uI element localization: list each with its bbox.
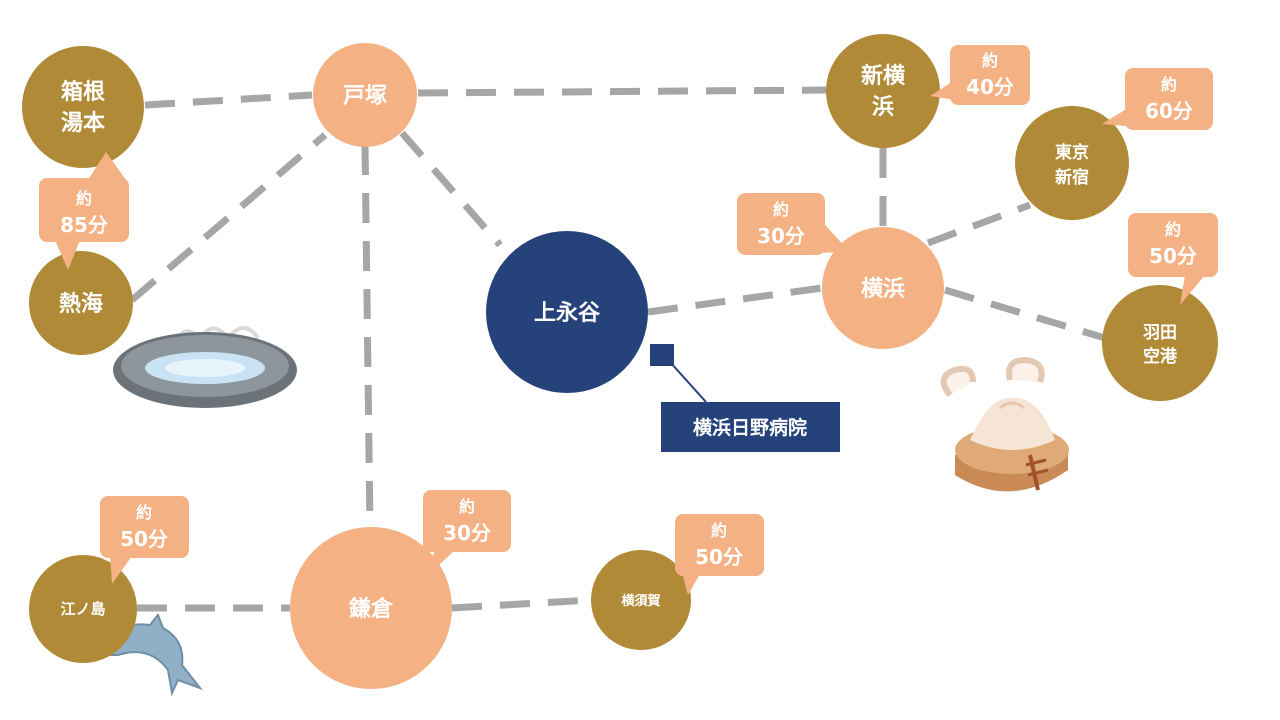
- nodes: 上永谷 戸塚 箱根 湯本 熱海 新横 浜 東京 新宿 横浜 羽田 空港 鎌倉 江…: [22, 34, 1218, 689]
- node-yokosuka: [591, 550, 691, 650]
- callout-enoshima: 約 50分: [100, 496, 189, 584]
- callout-haneda: 約 50分: [1128, 213, 1218, 305]
- route-kamienaya-yokohama: [647, 284, 823, 316]
- node-enoshima-label: 江ノ島: [60, 600, 105, 618]
- node-kamakura: [290, 527, 452, 689]
- callout-yokohama: 約 30分: [737, 193, 850, 255]
- svg-text:40分: 40分: [966, 75, 1014, 99]
- hospital-marker: 横浜日野病院: [650, 344, 840, 452]
- node-shinyokohama-label-2: 浜: [872, 95, 894, 120]
- hot-spring-icon: [113, 326, 297, 408]
- svg-text:約: 約: [459, 497, 475, 516]
- xiaolongbao-icon: [940, 356, 1069, 492]
- hospital-leader: [669, 361, 707, 403]
- route-hakone-totsuka: [144, 91, 313, 109]
- node-hakone-label-2: 湯本: [61, 111, 105, 136]
- node-shinyokohama-label-1: 新横: [861, 63, 905, 89]
- node-tokyo: [1015, 106, 1129, 220]
- node-tokyo-label-1: 東京: [1055, 142, 1089, 163]
- svg-text:30分: 30分: [757, 224, 805, 248]
- route-yokohama-tokyo: [926, 201, 1032, 247]
- callout-hakone: 約 85分: [39, 152, 129, 270]
- node-tokyo-label-2: 新宿: [1055, 167, 1089, 188]
- hospital-square: [650, 344, 674, 366]
- route-yokohama-haneda: [943, 286, 1107, 342]
- node-totsuka: [313, 43, 417, 147]
- svg-text:30分: 30分: [443, 521, 491, 545]
- node-haneda-label-2: 空港: [1143, 346, 1178, 367]
- node-totsuka-label: 戸塚: [343, 84, 387, 109]
- svg-text:60分: 60分: [1145, 99, 1193, 123]
- svg-text:50分: 50分: [1149, 244, 1197, 268]
- svg-text:50分: 50分: [695, 545, 743, 569]
- callout-shinyokohama: 約 40分: [930, 45, 1030, 105]
- hospital-label: 横浜日野病院: [693, 416, 807, 439]
- route-atami-totsuka: [129, 132, 328, 303]
- svg-text:約: 約: [1161, 75, 1177, 94]
- node-haneda: [1102, 285, 1218, 401]
- callout-kamakura: 約 30分: [423, 490, 511, 578]
- node-kamienaya: [486, 231, 648, 393]
- callout-yokosuka: 約 50分: [675, 514, 764, 595]
- node-shinyokohama: [826, 34, 940, 148]
- node-enoshima: [29, 555, 137, 663]
- svg-text:約: 約: [982, 51, 998, 70]
- route-totsuka-shinyokohama: [417, 86, 829, 97]
- route-totsuka-kamakura: [361, 144, 374, 529]
- node-kamienaya-label: 上永谷: [534, 300, 601, 326]
- route-totsuka-kamienaya: [399, 130, 503, 248]
- node-atami-label: 熱海: [59, 291, 103, 317]
- node-hakone: [22, 46, 144, 168]
- callouts: 約 85分 約 40分 約 60分 約 30分 約 50分: [39, 45, 1218, 595]
- callout-tokyo: 約 60分: [1102, 68, 1213, 130]
- hospital-label-box: [661, 402, 840, 452]
- svg-text:約: 約: [1165, 220, 1181, 239]
- svg-text:約: 約: [136, 503, 152, 522]
- svg-text:85分: 85分: [60, 213, 108, 237]
- node-yokohama-label: 横浜: [861, 277, 905, 302]
- route-lines: [129, 86, 1107, 612]
- svg-text:50分: 50分: [120, 527, 168, 551]
- node-yokohama: [822, 227, 944, 349]
- node-yokosuka-label: 横須賀: [621, 593, 660, 609]
- node-atami: [29, 251, 133, 355]
- node-haneda-label-1: 羽田: [1143, 323, 1177, 343]
- route-kamakura-yokosuka: [451, 596, 593, 612]
- svg-text:約: 約: [711, 521, 727, 540]
- node-kamakura-label: 鎌倉: [348, 596, 394, 622]
- svg-text:約: 約: [76, 189, 92, 208]
- node-hakone-label-1: 箱根: [61, 79, 105, 105]
- svg-text:約: 約: [773, 200, 789, 219]
